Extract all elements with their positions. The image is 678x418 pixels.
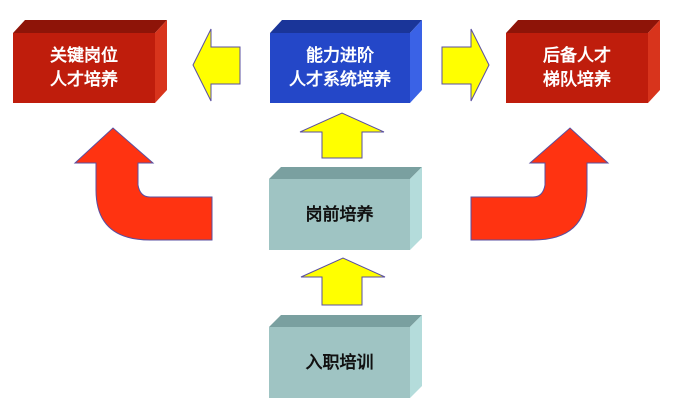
arrow-left-yellow bbox=[192, 28, 241, 102]
box-pre-job bbox=[269, 167, 422, 250]
arrow-up-yellow-top bbox=[299, 112, 385, 159]
key-position-line1: 关键岗位 bbox=[50, 46, 118, 66]
reserve-line1: 后备人才 bbox=[543, 46, 611, 66]
box-key-position bbox=[13, 20, 167, 103]
ability-line1: 能力进阶 bbox=[306, 46, 374, 66]
box-pre-job-label: 岗前培养 bbox=[269, 179, 410, 250]
box-onboarding bbox=[269, 315, 422, 398]
arrow-up-yellow-bottom bbox=[300, 257, 386, 306]
ability-line2: 人才系统培养 bbox=[289, 70, 391, 90]
arrow-right-yellow bbox=[441, 28, 490, 102]
reserve-line2: 梯队培养 bbox=[543, 70, 611, 90]
onboarding-text: 入职培训 bbox=[305, 352, 374, 373]
pre-job-text: 岗前培养 bbox=[305, 204, 374, 225]
arrow-curved-red-right bbox=[470, 127, 610, 241]
box-onboarding-label: 入职培训 bbox=[269, 327, 410, 398]
key-position-line2: 人才培养 bbox=[50, 70, 118, 90]
box-ability bbox=[270, 20, 422, 103]
box-key-position-label: 关键岗位 人才培养 bbox=[13, 33, 155, 103]
box-reserve bbox=[506, 20, 660, 103]
arrow-curved-red-left bbox=[73, 127, 213, 241]
box-reserve-label: 后备人才 梯队培养 bbox=[506, 33, 648, 103]
box-ability-label: 能力进阶 人才系统培养 bbox=[270, 33, 410, 103]
